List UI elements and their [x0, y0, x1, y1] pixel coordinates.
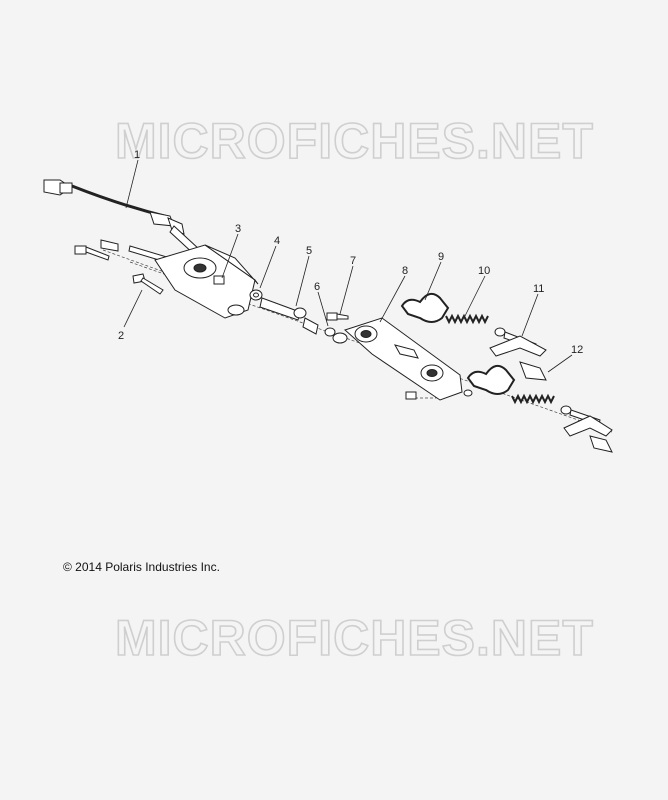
leader-4 [259, 245, 277, 289]
part-9-gaskets [400, 292, 516, 395]
leader-8 [379, 275, 406, 323]
leader-2 [123, 289, 143, 328]
callout-11: 11 [533, 283, 544, 295]
part-1-cable [43, 179, 201, 257]
leader-7 [339, 265, 354, 315]
copyright-notice: © 2014 Polaris Industries Inc. [63, 560, 220, 574]
part-8-bracket [344, 317, 473, 401]
part-10-springs [445, 313, 555, 405]
callout-6: 6 [314, 281, 320, 293]
callout-7: 7 [350, 255, 356, 267]
callout-9: 9 [438, 251, 444, 263]
callout-8: 8 [402, 265, 408, 277]
leader-6 [317, 291, 329, 327]
part-3-housing [154, 244, 259, 319]
callout-5: 5 [306, 245, 312, 257]
callout-1: 1 [134, 149, 140, 161]
callout-10: 10 [478, 265, 490, 277]
part-12-levers [489, 335, 613, 453]
leader-9 [424, 261, 442, 301]
leader-1 [125, 159, 139, 209]
leader-12 [547, 354, 573, 373]
leader-3 [221, 233, 239, 279]
leader-11 [521, 293, 539, 337]
watermark-bottom: MICROFICHES.NET [115, 610, 594, 666]
leader-5 [295, 255, 310, 307]
part-4-nut [249, 289, 263, 301]
part-6-clip [302, 317, 336, 337]
part-5-link-arm [259, 297, 307, 321]
part-7-bolt [326, 312, 349, 344]
callout-3: 3 [235, 223, 241, 235]
leader-10 [464, 275, 486, 317]
callout-2: 2 [118, 330, 124, 342]
watermark-top: MICROFICHES.NET [115, 113, 594, 169]
part-2-bolts [74, 239, 171, 295]
callout-4: 4 [274, 235, 280, 247]
callout-12: 12 [571, 344, 583, 356]
